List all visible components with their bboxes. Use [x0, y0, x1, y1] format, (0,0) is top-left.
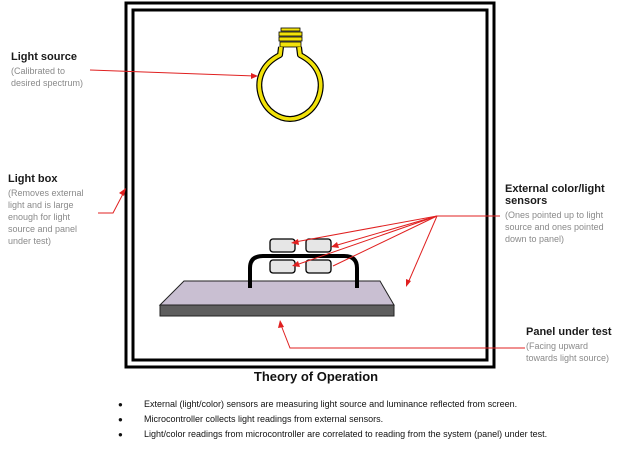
bullet-text: External (light/color) sensors are measu…: [144, 399, 518, 409]
light-box-desc-line: under test): [8, 236, 52, 246]
light-box-desc-line: light and is large: [8, 200, 74, 210]
light-box-desc: (Removes external light and is large eno…: [8, 187, 84, 247]
diagram-title: Theory of Operation: [253, 369, 379, 384]
light-box-desc-line: enough for light: [8, 212, 71, 222]
light-bulb-icon: [256, 27, 324, 122]
panel-leader: [280, 324, 525, 349]
bullet-item: ● Microcontroller collects light reading…: [118, 414, 618, 429]
sensors-title-line: External color/light: [505, 183, 605, 195]
light-source-leader: [89, 69, 256, 77]
bullet-dot-icon: ●: [118, 430, 123, 439]
light-source-label: Light source (Calibrated to desired spec…: [11, 51, 83, 89]
light-box-title: Light box: [8, 173, 58, 185]
light-source-desc-line: desired spectrum): [11, 78, 84, 88]
sensors-title-line: sensors: [505, 195, 548, 207]
sensor-leader-1: [294, 215, 500, 243]
light-box-desc-line: source and panel: [8, 224, 78, 234]
panel-desc-line: towards light source): [526, 353, 610, 363]
bullet-text: Microcontroller collects light readings …: [144, 414, 384, 424]
microcontroller-arch: [248, 254, 359, 288]
sensors-title: External color/light sensors: [505, 183, 605, 207]
light-box-inner-frame: [131, 8, 489, 362]
light-source-desc: (Calibrated to desired spectrum): [11, 65, 83, 89]
panel-desc: (Facing upward towards light source): [526, 340, 612, 364]
light-box-outer-frame: [124, 1, 496, 369]
light-source-desc-line: (Calibrated to: [11, 66, 66, 76]
light-source-title: Light source: [11, 51, 78, 63]
sensors-desc-line: source and ones pointed: [505, 222, 604, 232]
sensor-leader-2: [333, 215, 438, 247]
sensors-desc-line: (Ones pointed up to light: [505, 210, 604, 220]
sensor-up-right: [305, 238, 332, 253]
sensor-leader-5: [332, 215, 438, 267]
bullet-list: ● External (light/color) sensors are mea…: [118, 399, 618, 444]
sensor-leader-4: [407, 215, 438, 284]
sensor-down-right: [305, 259, 332, 274]
panel-under-test-icon: [158, 280, 395, 317]
light-box-leader: [98, 191, 125, 214]
bullet-dot-icon: ●: [118, 400, 123, 409]
panel-desc-line: (Facing upward: [526, 341, 589, 351]
bullet-text: Light/color readings from microcontrolle…: [144, 429, 548, 439]
sensors-desc: (Ones pointed up to light source and one…: [505, 209, 605, 245]
panel-title: Panel under test: [526, 326, 612, 338]
sensor-up-left: [269, 238, 296, 253]
sensor-leader-3: [295, 215, 438, 266]
light-box-desc-line: (Removes external: [8, 188, 84, 198]
panel-label: Panel under test (Facing upward towards …: [526, 326, 612, 364]
sensor-down-left: [269, 259, 296, 274]
bullet-item: ● External (light/color) sensors are mea…: [118, 399, 618, 414]
annotation-lines: [89, 69, 525, 349]
bullet-item: ● Light/color readings from microcontrol…: [118, 429, 618, 444]
bullet-dot-icon: ●: [118, 415, 123, 424]
sensors-label: External color/light sensors (Ones point…: [505, 183, 605, 245]
sensors-desc-line: down to panel): [505, 234, 565, 244]
light-box-label: Light box (Removes external light and is…: [8, 173, 84, 247]
